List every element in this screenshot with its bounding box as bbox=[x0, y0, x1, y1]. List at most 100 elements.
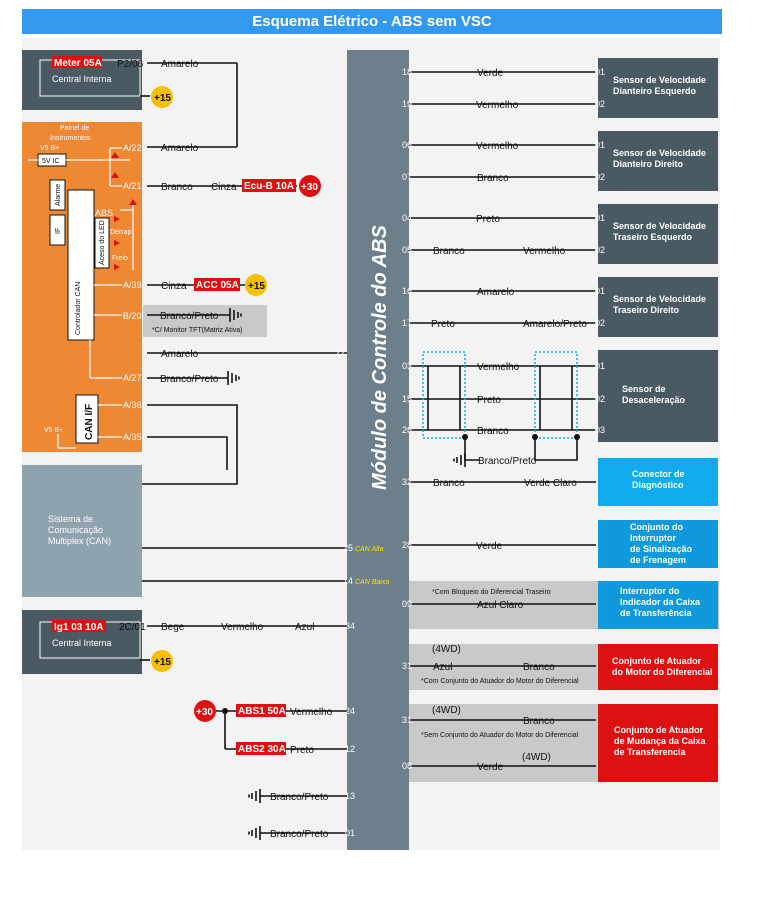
a21-label: A/21 bbox=[123, 181, 142, 191]
abs2-fuse-label: ABS2 30A bbox=[238, 744, 286, 755]
acc-fuse-box bbox=[194, 278, 240, 291]
pin-25: 25 bbox=[343, 543, 353, 553]
v5b-label-1: V5 B+ bbox=[40, 145, 59, 152]
pin-right-31: 31 bbox=[402, 715, 412, 725]
pin-end-7: 02 bbox=[595, 318, 605, 328]
aceso-label: Aceso do LED bbox=[99, 220, 106, 265]
wire-right-7-b: Amarelo/Preto bbox=[523, 319, 587, 330]
plus30-badge-2 bbox=[194, 700, 216, 722]
ground-icon-4 bbox=[248, 826, 261, 840]
central-interna-label-1: Central Interna bbox=[52, 74, 112, 84]
plus15-badge-2 bbox=[245, 274, 267, 296]
plus15-label-3: +15 bbox=[154, 657, 171, 668]
wire-branco-preto-4: Branco/Preto bbox=[270, 829, 329, 840]
pin-right-19: 19 bbox=[402, 99, 412, 109]
pin-right-31: 31 bbox=[402, 661, 412, 671]
wire-branco-preto-1: Branco/Preto bbox=[160, 311, 219, 322]
a39-label: A/39 bbox=[123, 280, 142, 290]
pin-end-1: 02 bbox=[595, 99, 605, 109]
wire-right-0: Verde bbox=[477, 68, 504, 79]
wire-azul-1: Azul bbox=[295, 622, 314, 633]
band-sem-atuador bbox=[409, 704, 599, 782]
pin-right-26: 26 bbox=[402, 425, 412, 435]
wire-right-14-b: Branco bbox=[523, 662, 555, 673]
wire-amarelo-2: Amarelo bbox=[161, 143, 199, 154]
pin-end-2: 01 bbox=[595, 140, 605, 150]
canif-box bbox=[75, 394, 99, 444]
alarme-box bbox=[49, 179, 66, 211]
wire-right-2: Vermelho bbox=[476, 141, 519, 152]
wire-vermelho-1: Vermelho bbox=[221, 622, 264, 633]
pin-13: 13 bbox=[345, 791, 355, 801]
box-sensor-dianteiro-direito bbox=[598, 131, 718, 191]
pin-right-09: 09 bbox=[402, 599, 412, 609]
ground-icon-5 bbox=[453, 453, 466, 467]
abs-module bbox=[347, 50, 409, 850]
pin-34: 34 bbox=[345, 621, 355, 631]
a35-label: A/35 bbox=[123, 432, 142, 442]
can-baixa-label: CAN Baixa bbox=[355, 579, 389, 586]
box-sensor-desaceleracao bbox=[598, 350, 718, 442]
pin-right-16: 16 bbox=[402, 286, 412, 296]
pin-12: 12 bbox=[345, 744, 355, 754]
pin-right-05: 05 bbox=[402, 245, 412, 255]
ground-icon-2 bbox=[227, 371, 240, 385]
plus15-badge-1 bbox=[151, 86, 173, 108]
pin-end-9: 02 bbox=[595, 394, 605, 404]
if-label: IF bbox=[55, 228, 62, 234]
a36-label: A/36 bbox=[123, 400, 142, 410]
wire-right-14: Azul bbox=[433, 662, 452, 673]
wire-branco-preto-2: Branco/Preto bbox=[160, 374, 219, 385]
pin-right-03: 03 bbox=[402, 361, 412, 371]
wire-right-3: Branco bbox=[477, 173, 509, 184]
wire-right-10: Branco bbox=[477, 426, 509, 437]
pin-14: 14 bbox=[343, 576, 353, 586]
pin-end-3: 02 bbox=[595, 172, 605, 182]
pin-01: 01 bbox=[345, 828, 355, 838]
can-system-label-1: Sistema de bbox=[48, 514, 93, 524]
derrap-label: Derrap bbox=[110, 229, 132, 236]
note-4wd-3: (4WD) bbox=[522, 752, 551, 763]
abs-label: ABS bbox=[95, 208, 113, 218]
controlador-can-box bbox=[67, 189, 95, 341]
pin-right-04: 04 bbox=[402, 213, 412, 223]
plus15-label-2: +15 bbox=[248, 281, 265, 292]
wire-right-9: Preto bbox=[477, 395, 501, 406]
band-com-atuador bbox=[409, 644, 599, 690]
wire-branco-1: Branco bbox=[161, 182, 193, 193]
plus30-label-2: +30 bbox=[196, 707, 213, 718]
wire-right-13: Azul Claro bbox=[477, 600, 524, 611]
controlador-label: Controlador CAN bbox=[75, 282, 82, 335]
box-conector-diagnostico bbox=[598, 458, 718, 506]
ecub-fuse-label: Ecu-B 10A bbox=[244, 181, 294, 192]
wire-right-4: Preto bbox=[476, 214, 500, 225]
note-sem-atuador: *Sem Conjunto do Atuador do Motor do Dif… bbox=[421, 732, 579, 739]
canif-label: CAN I/F bbox=[84, 404, 95, 440]
wire-right-11: Branco bbox=[433, 478, 465, 489]
acc-fuse-label: ACC 05A bbox=[196, 280, 239, 291]
monitor-note: *C/ Monitor TFT(Matriz Ativa) bbox=[152, 327, 243, 334]
note-4wd-2: (4WD) bbox=[432, 705, 461, 716]
alarme-label: Alarme bbox=[55, 184, 62, 206]
pin-right-28: 28 bbox=[402, 540, 412, 550]
box-sensor-dianteiro-esquerdo bbox=[598, 58, 718, 118]
box-atuador-diferencial bbox=[598, 644, 718, 690]
can-system-box bbox=[22, 465, 142, 597]
ecub-fuse-box bbox=[242, 179, 296, 192]
wire-right-7: Preto bbox=[431, 319, 455, 330]
note-bloqueio: *Com Bloqueio do Diferencial Traseiro bbox=[432, 589, 551, 596]
box-sensor-traseiro-direito bbox=[598, 277, 718, 337]
wire-cinza-1: Cinza bbox=[211, 182, 237, 193]
abs1-fuse-label: ABS1 50A bbox=[238, 706, 286, 717]
painel-label-1: Painel de bbox=[60, 125, 89, 132]
abs1-fuse-box bbox=[236, 704, 286, 717]
v5b-label-2: V5 B+ bbox=[44, 427, 63, 434]
ig1-fuse-label: Ig1 03 10A bbox=[54, 622, 103, 633]
